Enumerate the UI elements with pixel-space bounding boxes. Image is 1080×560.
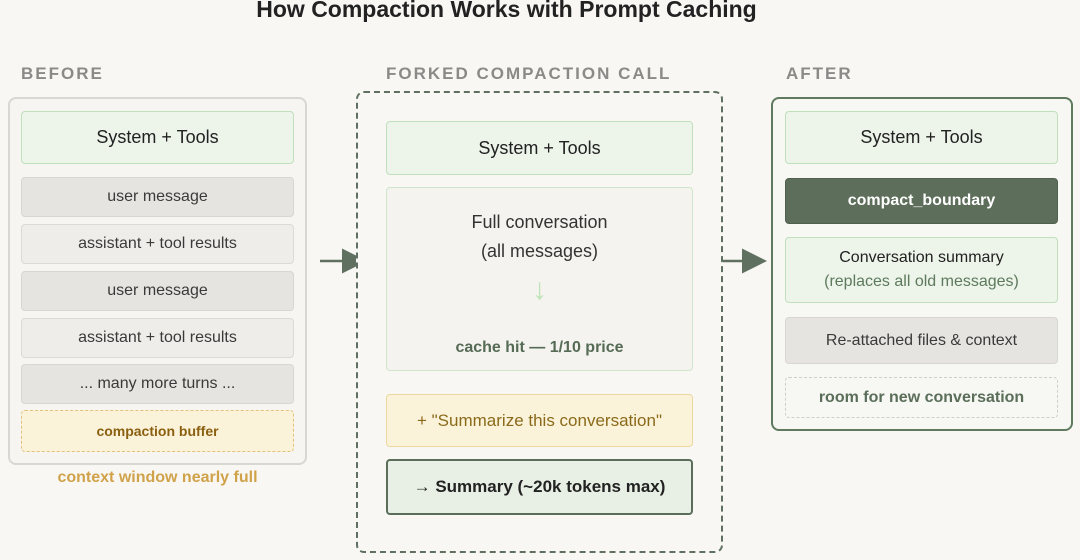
after-system-tools: System + Tools [785, 111, 1058, 164]
before-message-2: assistant + tool results [21, 224, 294, 264]
full-conversation-box: Full conversation (all messages) ↓ cache… [386, 187, 693, 371]
compaction-buffer: compaction buffer [21, 410, 294, 452]
after-label: AFTER [786, 64, 853, 83]
conversation-summary-subtitle: (replaces all old messages) [824, 273, 1019, 290]
compact-boundary: compact_boundary [785, 178, 1058, 224]
cache-hit-label: cache hit — 1/10 price [455, 339, 624, 356]
before-message-1: user message [21, 177, 294, 217]
all-messages-label: (all messages) [480, 241, 599, 261]
full-conversation-title: Full conversation [471, 212, 608, 232]
conversation-summary-title: Conversation summary [839, 249, 1004, 266]
down-arrow-icon: ↓ [532, 273, 547, 306]
before-message-5: ... many more turns ... [21, 364, 294, 404]
summary-output-box: → Summary (~20k tokens max) [386, 459, 693, 515]
context-full-note: context window nearly full [57, 469, 258, 486]
before-label: BEFORE [21, 64, 104, 83]
reattached-files-box: Re-attached files & context [785, 317, 1058, 364]
before-system-tools: System + Tools [21, 111, 294, 164]
summarize-prompt-box: + "Summarize this conversation" [386, 394, 693, 447]
diagram-title: How Compaction Works with Prompt Caching [256, 0, 757, 22]
room-for-new-conversation: room for new conversation [785, 377, 1058, 418]
conversation-summary-box: Conversation summary (replaces all old m… [785, 237, 1058, 303]
before-message-4: assistant + tool results [21, 318, 294, 358]
fork-label: FORKED COMPACTION CALL [386, 64, 672, 83]
fork-system-tools: System + Tools [386, 121, 693, 175]
before-message-3: user message [21, 271, 294, 311]
